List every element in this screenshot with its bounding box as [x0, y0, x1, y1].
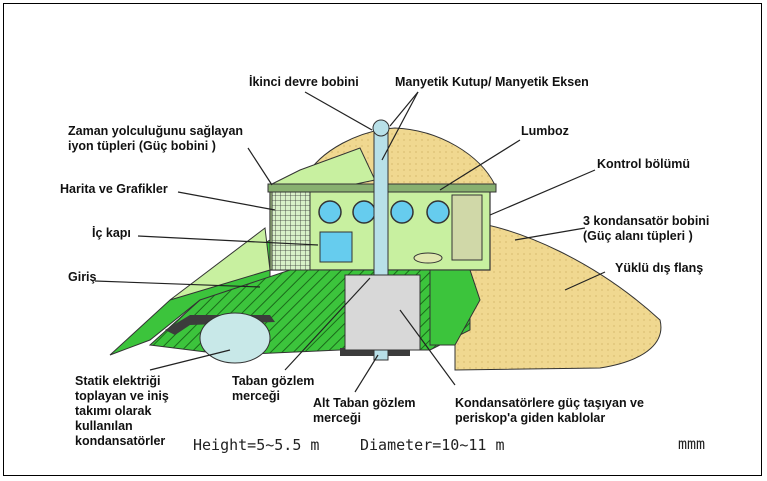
- label-lumboz: Lumboz: [521, 124, 569, 138]
- lower-hull-light: [169, 227, 271, 301]
- label-zaman-yolculugu: Zaman yolculuğunu sağlayan iyon tüpleri …: [68, 124, 244, 153]
- porthole: [426, 200, 450, 224]
- height-spec: Height=5~5.5 m: [193, 436, 320, 454]
- label-yuklu-dis-flans: Yüklü dış flanş: [615, 261, 704, 275]
- label-taban-gozlem: Taban gözlem merceği: [232, 374, 315, 403]
- control-console: [451, 194, 483, 261]
- label-kablolar: Kondansatörlere güç taşıyan ve periskop'…: [455, 396, 644, 425]
- porthole: [390, 200, 414, 224]
- lower-lens-housing: [344, 274, 421, 351]
- static-capacitor: [199, 312, 271, 364]
- hull-right-green: [429, 269, 481, 346]
- porthole: [318, 200, 342, 224]
- leader-lines: [94, 91, 606, 393]
- label-alt-taban-gozlem: Alt Taban gözlem merceği: [313, 396, 416, 425]
- porthole: [352, 200, 376, 224]
- image-frame: [3, 3, 762, 476]
- column-top: [372, 119, 390, 137]
- inner-door: [319, 231, 353, 263]
- label-giris: Giriş: [68, 270, 97, 284]
- label-harita-grafikler: Harita ve Grafikler: [60, 182, 168, 196]
- label-ic-kapi: İç kapı: [92, 226, 131, 240]
- label-statik-elektrik: Statik elektriği toplayan ve iniş takımı…: [75, 374, 169, 448]
- outer-flange-right: [454, 219, 662, 371]
- diameter-spec: Diameter=10~11 m: [360, 436, 505, 454]
- label-kontrol-bolumu: Kontrol bölümü: [597, 157, 691, 171]
- label-ikinci-devre-bobini: İkinci devre bobini: [249, 75, 359, 89]
- signature: mmm: [678, 435, 706, 453]
- label-manyetik-kutup: Manyetik Kutup/ Manyetik Eksen: [395, 75, 589, 89]
- maps-grid-panel: [271, 191, 311, 271]
- label-kondansator-bobini: 3 kondansatör bobini (Güç alanı tüpleri …: [583, 214, 710, 243]
- seat: [413, 252, 443, 264]
